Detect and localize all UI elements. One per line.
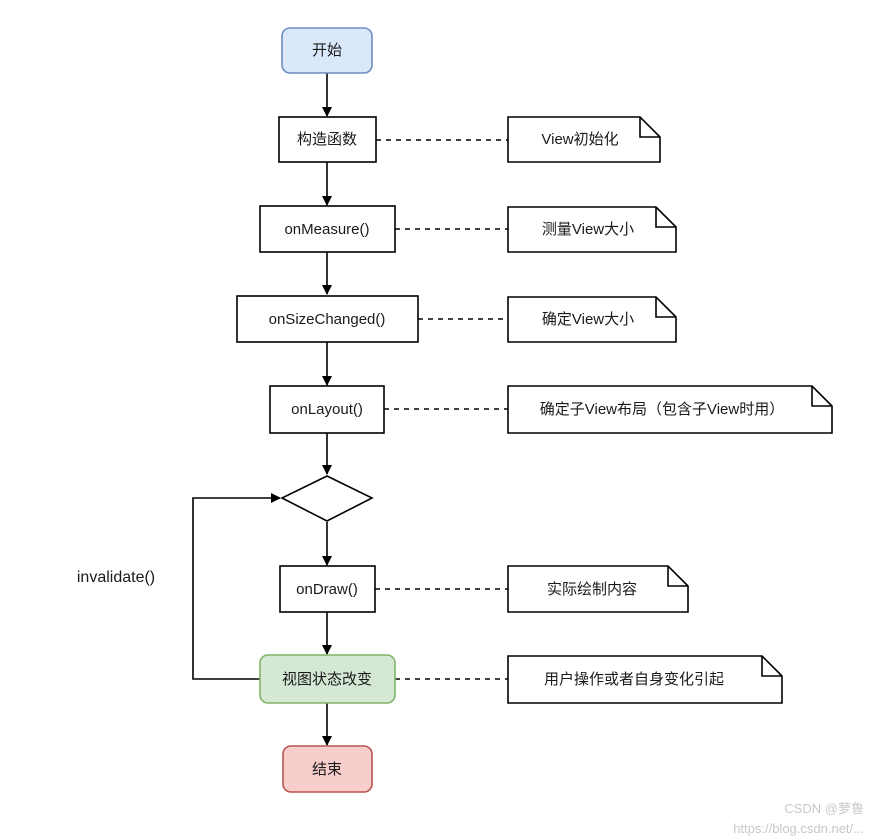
loop-label: invalidate() [77,569,155,586]
node-start: 开始 [281,27,373,74]
note-on-measure: 测量View大小 [507,206,677,253]
watermark-url: https://blog.csdn.net/... [733,821,864,836]
note-on-size-changed-shape [507,296,677,343]
node-state-change: 视图状态改变 [259,654,396,704]
node-state-change-label: 视图状态改变 [282,671,372,688]
node-on-layout-label: onLayout() [291,401,363,418]
node-on-draw: onDraw() [279,565,376,613]
node-on-layout-box [269,385,385,434]
edge-loop-invalidate [192,493,281,680]
note-constructor: View初始化 [507,116,661,163]
note-on-draw-text: 实际绘制内容 [547,581,637,598]
note-on-draw: 实际绘制内容 [507,565,689,613]
note-on-layout-text: 确定子View布局（包含子View时用） [540,401,784,418]
watermark: CSDN @萝鲁 https://blog.csdn.net/... [733,801,864,836]
note-state-change: 用户操作或者自身变化引起 [507,655,783,704]
note-on-layout: 确定子View布局（包含子View时用） [507,385,833,434]
node-state-change-box [259,654,396,704]
note-on-measure-text: 测量View大小 [542,221,634,238]
note-connectors [375,139,508,680]
node-on-draw-label: onDraw() [296,581,358,598]
note-on-layout-shape [507,385,833,434]
node-end: 结束 [282,745,373,793]
node-on-size-changed-label: onSizeChanged() [269,311,386,328]
note-constructor-text: View初始化 [541,131,618,148]
node-on-measure-label: onMeasure() [284,221,369,238]
flow-connectors [192,73,332,746]
note-state-change-text: 用户操作或者自身变化引起 [544,671,724,688]
node-constructor-box [278,116,377,163]
note-on-measure-shape [507,206,677,253]
node-end-label: 结束 [312,761,342,778]
node-on-size-changed-box [236,295,419,343]
node-on-draw-box [279,565,376,613]
note-state-change-shape [507,655,783,704]
node-on-measure: onMeasure() [259,205,396,253]
watermark-credit: CSDN @萝鲁 [784,801,864,816]
note-constructor-shape [507,116,661,163]
node-decision [280,475,374,522]
node-constructor-label: 构造函数 [297,131,357,148]
node-on-layout: onLayout() [269,385,385,434]
node-start-label: 开始 [312,42,342,59]
note-on-size-changed-text: 确定View大小 [542,311,634,328]
node-decision-diamond [280,475,374,522]
node-constructor: 构造函数 [278,116,377,163]
note-on-size-changed: 确定View大小 [507,296,677,343]
node-start-box [281,27,373,74]
node-on-measure-box [259,205,396,253]
node-end-box [282,745,373,793]
note-on-draw-shape [507,565,689,613]
node-on-size-changed: onSizeChanged() [236,295,419,343]
